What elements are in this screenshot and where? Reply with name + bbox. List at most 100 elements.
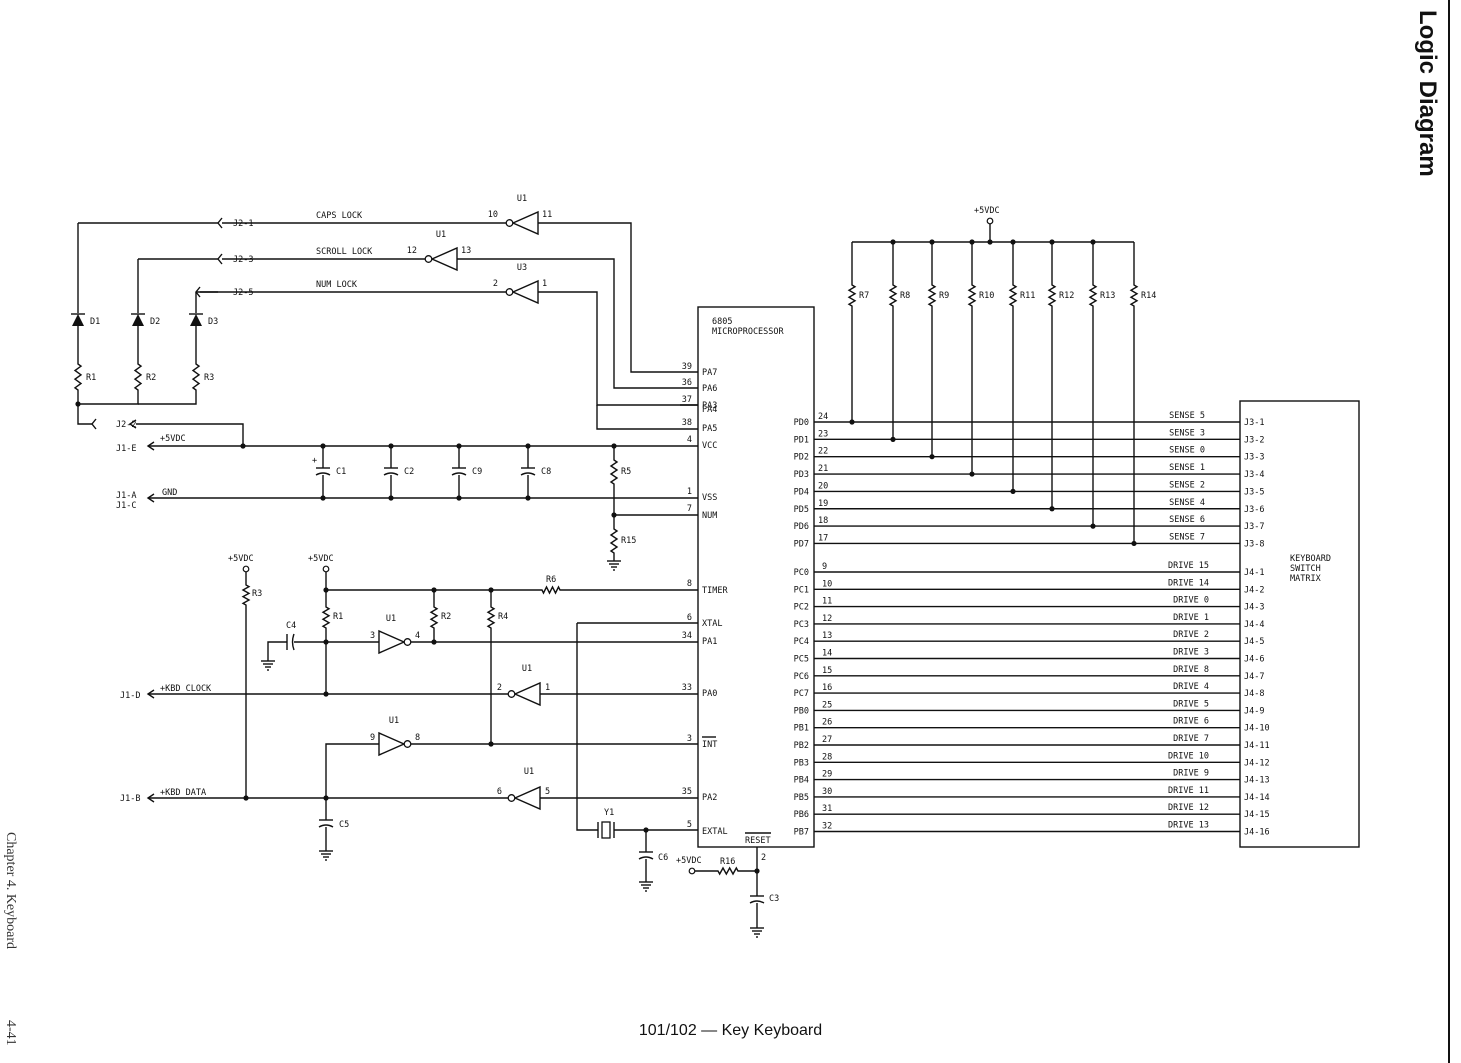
- drive-label: DRIVE 4: [1173, 682, 1209, 692]
- pin-number: 30: [822, 787, 832, 797]
- resistor-label: R7: [859, 291, 869, 301]
- cap-plate: [520, 472, 536, 476]
- side-rule: [1448, 0, 1450, 1063]
- pin-number: 23: [818, 429, 828, 439]
- capacitor-label: C8: [541, 467, 551, 477]
- inverter-body: [378, 731, 406, 757]
- gate-pin-label: 4: [415, 631, 420, 641]
- drive-label: DRIVE 3: [1173, 648, 1209, 658]
- supply-label: +5VDC: [228, 554, 254, 564]
- led-jack-label: J2-3: [233, 255, 253, 265]
- pin-number: 39: [682, 362, 692, 372]
- gate-name-label: U1: [436, 230, 446, 240]
- ground-symbol: [638, 875, 654, 892]
- pin-name: EXTAL: [702, 827, 728, 837]
- connector-label: J1-A: [116, 491, 136, 501]
- pin-number: 27: [822, 735, 832, 745]
- pin-number: 34: [682, 631, 692, 641]
- gate-name-label: U1: [524, 767, 534, 777]
- led-connector-2: [217, 253, 223, 265]
- port-label: PB0: [794, 706, 809, 716]
- pin-number: 22: [818, 447, 828, 457]
- port-label: PD5: [794, 505, 809, 515]
- supply-label: +5VDC: [974, 206, 1000, 216]
- cap-plate: [749, 900, 765, 904]
- junction-dot: [754, 868, 760, 874]
- c4-wire: [267, 641, 287, 655]
- supply-label: +5VDC: [160, 434, 186, 444]
- inverter-body: [430, 246, 458, 272]
- gate-pin-label: 13: [461, 246, 471, 256]
- resistor-label: R2: [146, 373, 156, 383]
- pin-name: PA7: [702, 368, 717, 378]
- led-route-wire: [457, 258, 698, 389]
- resistor-label: R16: [720, 857, 735, 867]
- pullup-resistor: [1008, 283, 1018, 308]
- inverter-bubble: [507, 794, 516, 802]
- resistor-label: R3: [252, 589, 262, 599]
- port-label: PB2: [794, 741, 809, 751]
- resistor-label: R11: [1020, 291, 1035, 301]
- sense-label: SENSE 2: [1169, 480, 1205, 490]
- resistor-label: R12: [1059, 291, 1074, 301]
- led-connector-1: [217, 217, 223, 229]
- xtal-wire: [576, 623, 598, 831]
- sense-label: SENSE 0: [1169, 446, 1205, 456]
- pin-name: PA6: [702, 384, 717, 394]
- led-jack-label: J2-1: [233, 219, 253, 229]
- capacitor-label: C6: [658, 853, 668, 863]
- terminal-ring: [242, 565, 250, 573]
- diode-body: [132, 314, 144, 326]
- port-label: PC6: [794, 672, 809, 682]
- inverter-bubble: [403, 638, 412, 646]
- capacitor-label: C4: [286, 621, 296, 631]
- pin-number: 1: [687, 487, 692, 497]
- cap-plate: [318, 824, 334, 828]
- drive-label: DRIVE 10: [1168, 751, 1209, 761]
- drive-label: DRIVE 11: [1168, 786, 1209, 796]
- matrix-jack-label: J4-10: [1244, 724, 1270, 734]
- cap-plate: [638, 856, 654, 860]
- matrix-jack-label: J4-4: [1244, 620, 1264, 630]
- port-label: PB3: [794, 758, 809, 768]
- crystal-body: [601, 821, 611, 839]
- pin-number: 35: [682, 787, 692, 797]
- sense-label: SENSE 3: [1169, 428, 1205, 438]
- pin-number: 14: [822, 649, 832, 659]
- led-inverter: [505, 279, 539, 305]
- c5-capacitor: [318, 819, 334, 828]
- gate-pin-label: 8: [415, 733, 420, 743]
- connector-label: J1-C: [116, 501, 136, 511]
- junction-dot: [240, 443, 246, 449]
- connector-label: J2-2: [116, 420, 136, 430]
- matrix-jack-label: J3-6: [1244, 505, 1264, 515]
- matrix-jack-label: J4-2: [1244, 585, 1264, 595]
- pin-name: PA4: [702, 405, 717, 415]
- drive-label: DRIVE 15: [1168, 561, 1209, 571]
- r5-resistor: [609, 458, 619, 486]
- matrix-jack-label: J4-7: [1244, 672, 1264, 682]
- pullup-resistor: [888, 283, 898, 308]
- gate-pin-label: 1: [542, 279, 547, 289]
- r6-resistor: [540, 585, 562, 595]
- capacitor-label: C3: [769, 894, 779, 904]
- port-label: PD0: [794, 418, 809, 428]
- matrix-jack-label: J4-1: [1244, 568, 1264, 578]
- capacitor-label: C2: [404, 467, 414, 477]
- decoupling-capacitor: [383, 467, 399, 476]
- pin-number: 37: [682, 395, 692, 405]
- matrix-jack-label: J4-16: [1244, 828, 1270, 838]
- port-label: PD7: [794, 539, 809, 549]
- inverter-body: [378, 629, 406, 655]
- gate-pin-label: 9: [370, 733, 375, 743]
- gate-pin-label: 2: [493, 279, 498, 289]
- matrix-jack-label: J3-2: [1244, 435, 1264, 445]
- matrix-label-3: MATRIX: [1290, 574, 1322, 584]
- pin-number: 2: [761, 853, 766, 863]
- r3-resistor: [241, 583, 251, 607]
- pin-number: 12: [822, 614, 832, 624]
- gate-pin-label: 11: [542, 210, 552, 220]
